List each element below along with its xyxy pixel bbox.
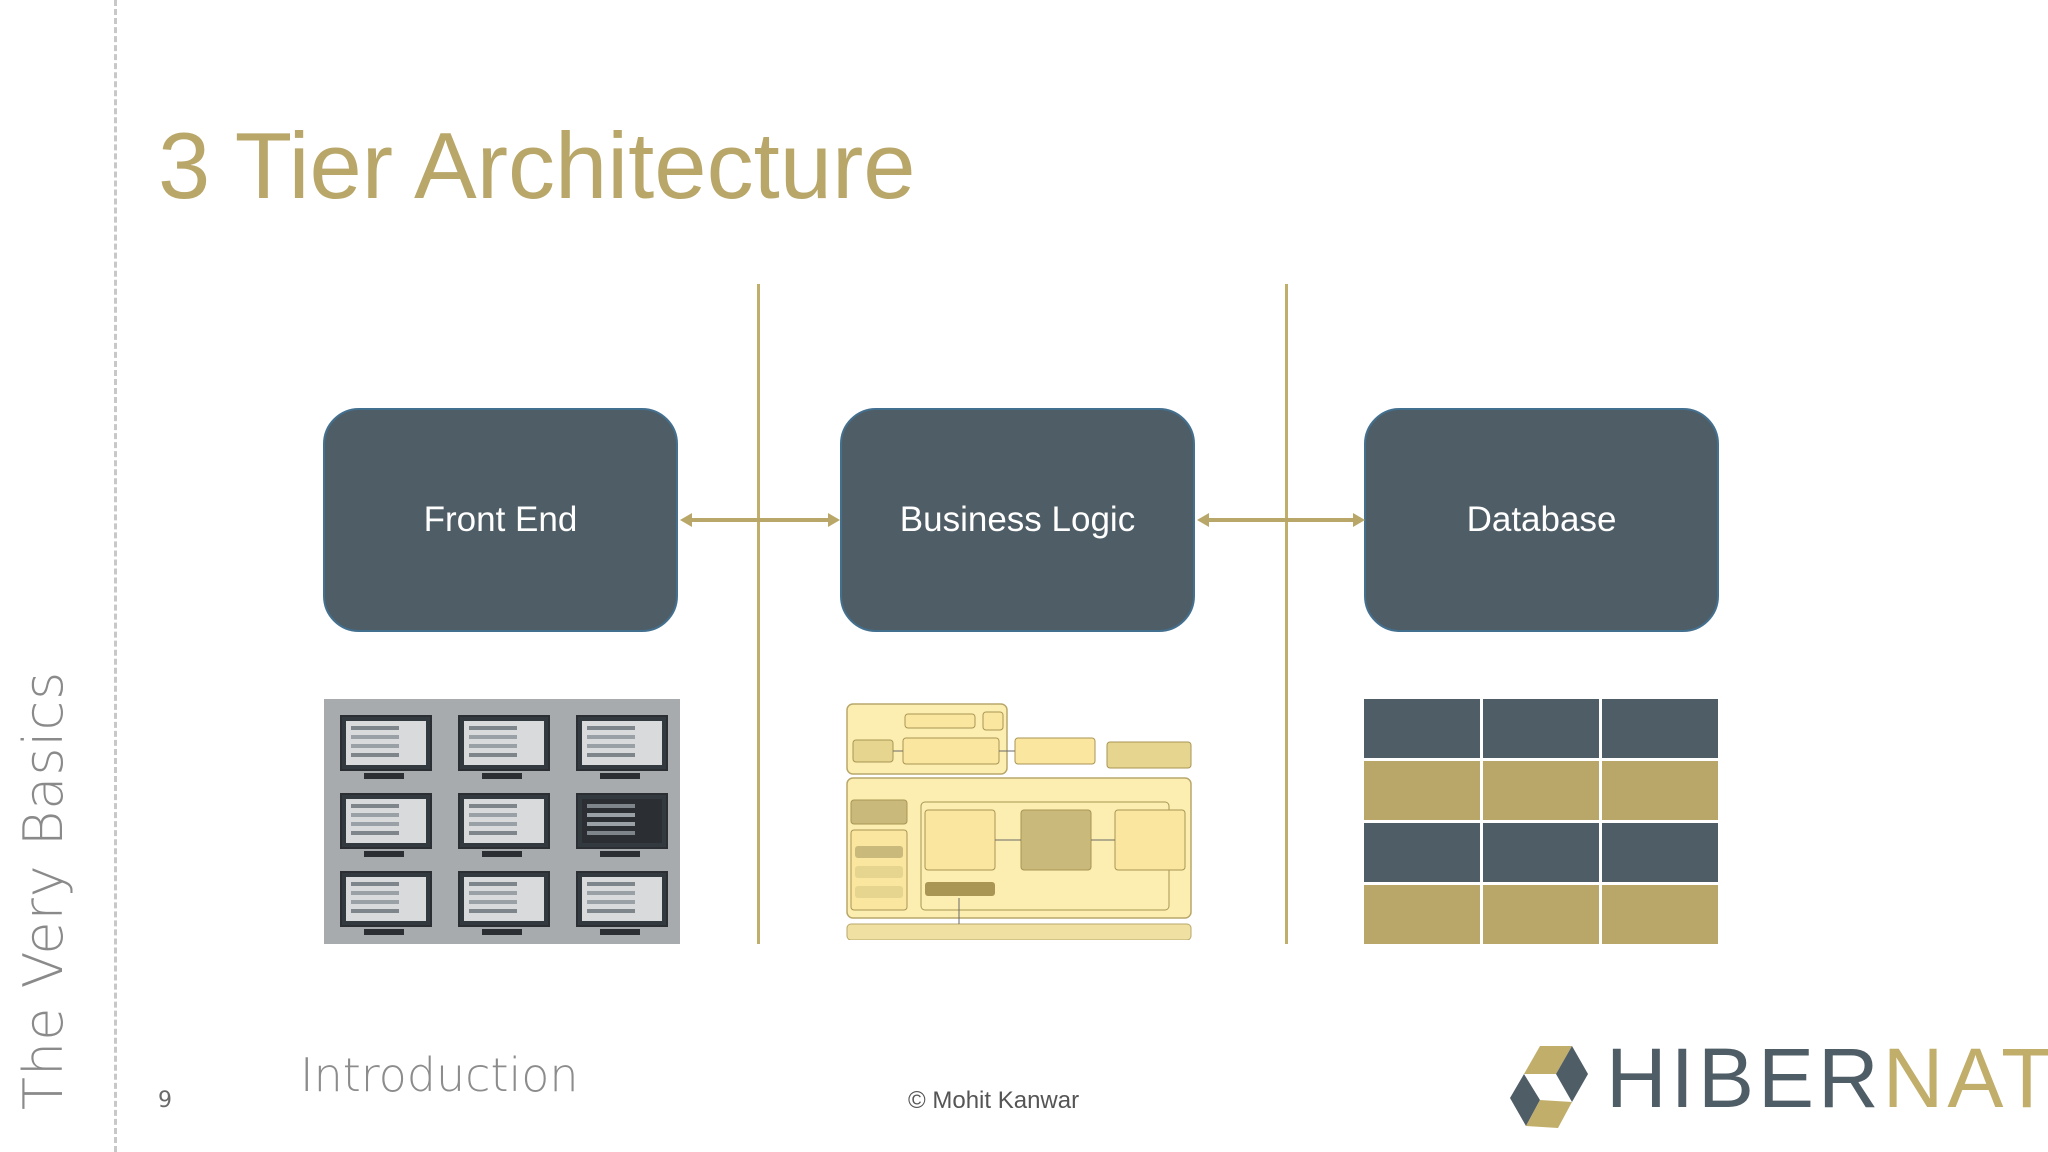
- business-logic-diagram-image: [846, 703, 1192, 940]
- logo-text-part1: HIBER: [1606, 1031, 1883, 1125]
- db-cell: [1364, 823, 1480, 882]
- tier-box-front-end: Front End: [323, 408, 678, 632]
- side-label-text: The Very Basics: [12, 670, 75, 1110]
- tier-divider-left: [757, 284, 760, 944]
- monitor-icon: [340, 715, 432, 771]
- page-number: 9: [158, 1088, 172, 1113]
- hibernate-logo-text: HIBERNATE: [1606, 1030, 2048, 1127]
- tier-box-database: Database: [1364, 408, 1719, 632]
- monitor-icon: [340, 871, 432, 927]
- double-arrow-right: [1197, 513, 1365, 527]
- side-dashed-line: [114, 0, 117, 1152]
- tier-box-business-logic: Business Logic: [840, 408, 1195, 632]
- tier-label-database: Database: [1466, 500, 1617, 539]
- monitor-icon: [340, 793, 432, 849]
- db-cell: [1364, 885, 1480, 944]
- monitor-icon: [458, 793, 550, 849]
- monitor-icon: [458, 871, 550, 927]
- double-arrow-left: [680, 513, 840, 527]
- db-cell: [1602, 761, 1718, 820]
- tier-divider-right: [1285, 284, 1288, 944]
- db-cell: [1364, 761, 1480, 820]
- db-cell: [1483, 699, 1599, 758]
- tier-label-front-end: Front End: [423, 500, 578, 539]
- front-end-screens-image: [324, 699, 680, 944]
- section-label: Introduction: [300, 1048, 579, 1102]
- database-table-grid: [1364, 699, 1718, 944]
- db-cell: [1483, 885, 1599, 944]
- monitor-icon: [576, 871, 668, 927]
- db-cell: [1364, 699, 1480, 758]
- side-label: The Very Basics: [12, 671, 92, 1110]
- video-monitor-icon: [576, 793, 668, 849]
- db-cell: [1483, 761, 1599, 820]
- monitor-icon: [458, 715, 550, 771]
- slide-title: 3 Tier Architecture: [158, 113, 916, 218]
- db-cell: [1483, 823, 1599, 882]
- copyright-text: © Mohit Kanwar: [908, 1087, 1080, 1114]
- logo-text-part2: NATE: [1882, 1031, 2048, 1125]
- db-cell: [1602, 885, 1718, 944]
- hibernate-logo-icon: [1510, 1046, 1588, 1128]
- tier-label-business-logic: Business Logic: [899, 500, 1136, 539]
- db-cell: [1602, 699, 1718, 758]
- monitor-icon: [576, 715, 668, 771]
- db-cell: [1602, 823, 1718, 882]
